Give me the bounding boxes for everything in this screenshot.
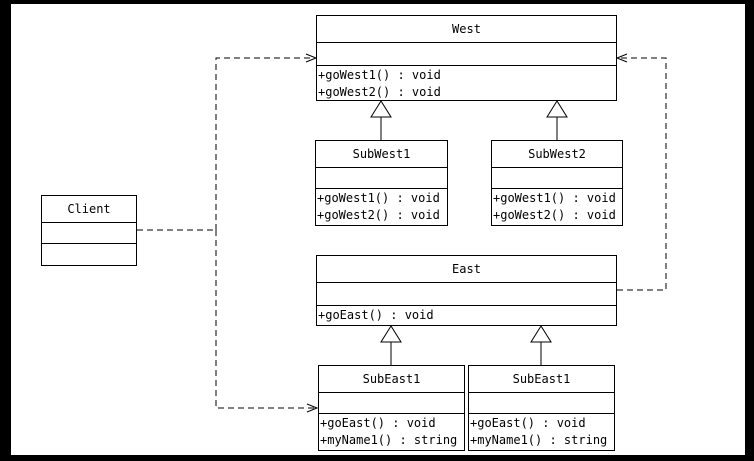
class-name: East [317,256,616,283]
operation: +goEast() : void [318,308,434,322]
operation: +goEast() : void [470,416,586,430]
class-operations: +goEast() : void +myName1() : string [319,414,464,449]
class-operations: +goWest1() : void +goWest2() : void [492,189,622,224]
east-to-west-dependency [617,57,667,291]
class-attributes [469,393,614,414]
class-subeast2[interactable]: SubEast1 +goEast() : void +myName1() : s… [468,365,615,451]
operation: +myName1() : string [320,433,458,447]
class-name: SubEast1 [319,366,464,393]
operation: +goWest2() : void [318,85,441,99]
class-subwest1[interactable]: SubWest1 +goWest1() : void +goWest2() : … [315,140,448,226]
class-name: Client [42,196,136,223]
operation: +goWest2() : void [493,208,616,222]
class-attributes [492,168,622,189]
operation: +goEast() : void [320,416,436,430]
class-name: SubWest2 [492,141,622,168]
class-name: West [317,16,616,43]
class-operations: +goWest1() : void +goWest2() : void [316,189,447,224]
subeast2-inheritance-triangle [530,325,552,343]
class-attributes [319,393,464,414]
class-operations [42,244,136,245]
subwest1-inheritance-triangle [370,100,392,118]
class-name: SubWest1 [316,141,447,168]
arrowhead-subeast [306,403,319,413]
operation: +goWest2() : void [317,208,440,222]
class-subeast1[interactable]: SubEast1 +goEast() : void +myName1() : s… [318,365,465,451]
class-client[interactable]: Client [41,195,137,266]
class-operations: +goEast() : void [317,306,616,324]
operation: +goWest1() : void [493,191,616,205]
class-attributes [316,168,447,189]
class-name: SubEast1 [469,366,614,393]
class-operations: +goEast() : void +myName1() : string [469,414,614,449]
subeast1-inheritance-triangle [380,325,402,343]
operation: +goWest1() : void [318,68,441,82]
arrowhead-west-right [615,53,628,63]
class-attributes [42,223,136,244]
class-operations: +goWest1() : void +goWest2() : void [317,66,616,101]
client-to-subeast-dependency [215,230,315,409]
subwest2-inheritance-triangle [546,100,568,118]
class-west[interactable]: West +goWest1() : void +goWest2() : void [316,15,617,101]
operation: +goWest1() : void [317,191,440,205]
class-subwest2[interactable]: SubWest2 +goWest1() : void +goWest2() : … [491,140,623,226]
class-attributes [317,43,616,66]
class-attributes [317,283,616,306]
class-east[interactable]: East +goEast() : void [316,255,617,326]
client-to-west-dependency [215,57,314,230]
operation: +myName1() : string [470,433,608,447]
